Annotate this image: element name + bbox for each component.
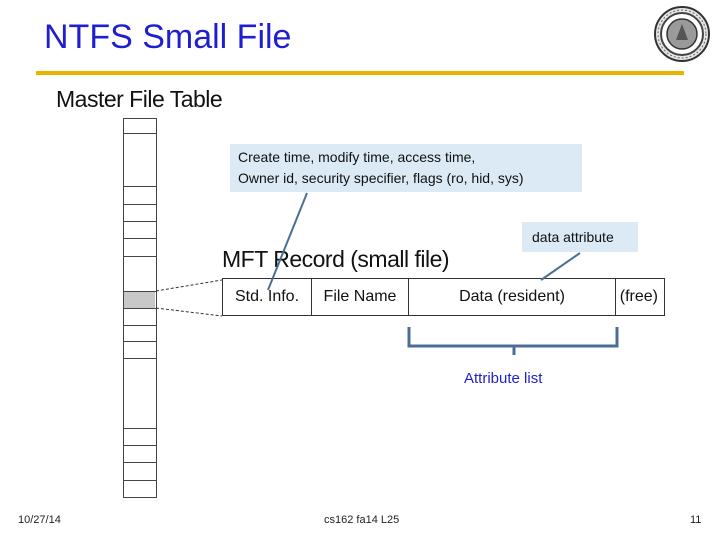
attribute-list-label: Attribute list <box>464 370 543 387</box>
mft-row-line <box>123 204 156 205</box>
mft-row-line <box>123 497 156 498</box>
std-info-callout: Create time, modify time, access time, O… <box>230 144 582 192</box>
mft-row-line <box>123 308 156 309</box>
mft-row-line <box>123 291 156 292</box>
mft-expand-line-top <box>155 279 223 292</box>
university-seal-icon <box>654 6 710 62</box>
mft-record-heading: MFT Record (small file) <box>222 246 450 272</box>
mft-row-line <box>123 133 156 134</box>
footer-page-number: 11 <box>690 514 702 526</box>
file-name-field: File Name <box>312 279 409 315</box>
mft-expand-line-bottom <box>155 307 223 317</box>
mft-row-line <box>123 325 156 326</box>
std-info-callout-line-2: Owner id, security specifier, flags (ro,… <box>238 170 524 186</box>
mft-row-line <box>123 462 156 463</box>
attribute-list-brace <box>407 327 619 355</box>
mft-row-line <box>123 428 156 429</box>
mft-record: Std. Info. File Name Data (resident) (fr… <box>222 278 665 316</box>
mft-row-line <box>123 221 156 222</box>
std-info-pointer <box>267 192 308 291</box>
std-info-callout-line-1: Create time, modify time, access time, <box>238 149 476 165</box>
mft-row-line <box>123 445 156 446</box>
free-space-field: (free) <box>619 288 658 305</box>
mft-row-line <box>123 118 156 119</box>
mft-row-line <box>123 186 156 187</box>
mft-row-line <box>123 238 156 239</box>
std-info-field: Std. Info. <box>223 279 312 315</box>
mft-row-line <box>123 341 156 342</box>
mft-row-line <box>123 256 156 257</box>
data-resident-field: Data (resident) <box>409 279 616 315</box>
master-file-table-heading: Master File Table <box>56 86 223 112</box>
mft-row-line <box>123 480 156 481</box>
title-divider <box>36 71 684 75</box>
data-attribute-callout: data attribute <box>522 222 638 252</box>
slide-title: NTFS Small File <box>44 18 292 56</box>
data-attribute-pointer <box>540 252 581 281</box>
footer-date: 10/27/14 <box>18 514 61 526</box>
footer-course: cs162 fa14 L25 <box>324 514 400 526</box>
mft-row-line <box>123 358 156 359</box>
